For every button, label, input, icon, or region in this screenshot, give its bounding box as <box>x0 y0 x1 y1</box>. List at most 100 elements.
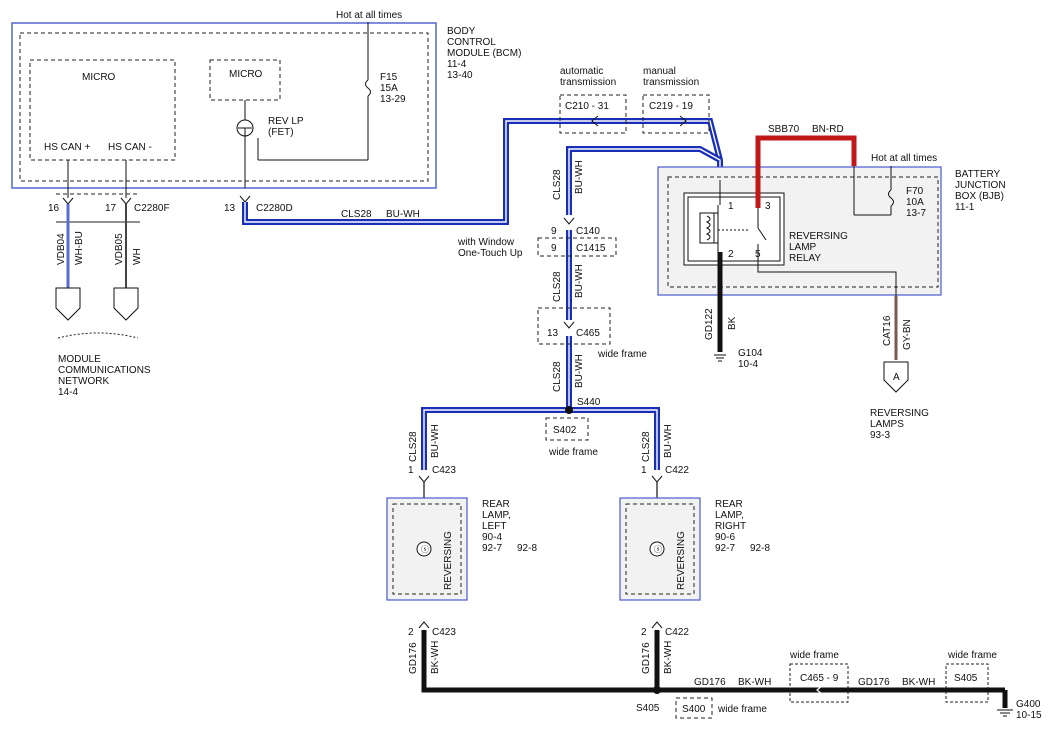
rear-lamp-right-line-2: LAMP, <box>715 510 744 521</box>
reversing-lamps-label: REVERSING LAMPS 93-3 <box>870 408 929 441</box>
left-c423: C423 <box>432 465 456 476</box>
gd122-label: GD122 <box>704 308 715 340</box>
g104-ref: 10-4 <box>738 359 758 370</box>
g104-label: G104 <box>738 348 763 359</box>
right-lamp-label: REVERSING <box>676 531 687 590</box>
s440-splice: S440 S402 wide frame <box>545 397 601 458</box>
fuse-f70-rating: 10A <box>906 197 924 208</box>
hs-can-plus-label: HS CAN + <box>44 142 91 153</box>
right-c422: C422 <box>665 465 689 476</box>
left-ground-color: BK-WH <box>430 641 441 674</box>
module-network-label: MODULE COMMUNICATIONS NETWORK 14-4 <box>58 354 151 398</box>
hs-can-minus-label: HS CAN - <box>108 142 152 153</box>
cat16-color: GY-BN <box>902 319 913 350</box>
right-pin1: 1 <box>641 465 647 476</box>
right-wire-color: BU-WH <box>663 424 674 458</box>
fuse-f15-rating: 15A <box>380 83 398 94</box>
rear-lamp-left-ref-1: 90-4 <box>482 532 502 543</box>
fuse-f15-label: F15 <box>380 72 398 83</box>
rear-lamp-left-bulb-icon <box>416 541 432 557</box>
top-circuit-name: CLS28 <box>341 209 372 220</box>
right-wire-name: CLS28 <box>641 431 652 462</box>
rev-lp-label: REV LP <box>268 116 304 127</box>
connector-a <box>883 361 909 393</box>
module-network-line-3: NETWORK <box>58 376 109 387</box>
g400-label: G400 <box>1016 699 1041 710</box>
left-lamp-label: REVERSING <box>443 531 454 590</box>
c465-9-label: C465 - 9 <box>800 673 839 684</box>
bcm-micro-left-label: MICRO <box>82 72 116 83</box>
network-connector-right <box>113 287 139 321</box>
gd176-b-label: GD176 <box>858 677 890 688</box>
fuse-f70-ref: 13-7 <box>906 208 926 219</box>
module-network-ref: 14-4 <box>58 387 78 398</box>
reversing-lamps-ref: 93-3 <box>870 430 890 441</box>
fuse-f70-symbol <box>888 189 894 207</box>
bjb-title-1: BATTERY <box>955 169 1001 180</box>
rear-lamp-right-ref-2: 92-7 <box>715 543 735 554</box>
svg-text:ⓢ: ⓢ <box>654 545 662 554</box>
top-circuit-color: BU-WH <box>386 209 420 220</box>
c210-31-label: C210 - 31 <box>565 101 609 112</box>
network-connector-left <box>55 287 81 321</box>
reversing-lamp-relay <box>683 192 785 266</box>
reversing-lamps-line-2: LAMPS <box>870 419 904 430</box>
c140-label: C140 <box>576 226 600 237</box>
fuse-f15-symbol <box>365 79 371 97</box>
bcm-ref-2: 13-40 <box>447 70 473 81</box>
vdb04-color-label: WH-BU <box>74 231 85 265</box>
left-c423-b: C423 <box>432 627 456 638</box>
s405-right-label: S405 <box>954 673 978 684</box>
left-pin2: 2 <box>408 627 414 638</box>
rev-lp-fet-label: (FET) <box>268 127 294 138</box>
seg1-color: BU-WH <box>574 160 585 194</box>
relay-pin1: 1 <box>728 201 734 212</box>
bcm-micro-right-label: MICRO <box>229 69 263 80</box>
gd122-color: BK <box>727 316 738 330</box>
c465-pin: 13 <box>547 328 559 339</box>
bjb-hot-at-all-times: Hot at all times <box>871 153 937 164</box>
s400-note: wide frame <box>717 704 767 715</box>
cat16-label: CAT16 <box>882 315 893 346</box>
sbb70-label: SBB70 <box>768 124 800 135</box>
auto-trans-label-2: transmission <box>560 77 616 88</box>
cls28-circuit: CLS28 BU-WH <box>242 118 723 470</box>
transmission-connectors: automatic transmission manual transmissi… <box>559 66 710 134</box>
module-network-line-2: COMMUNICATIONS <box>58 365 151 376</box>
vdb04-label: VDB04 <box>56 233 67 265</box>
s402-label: S402 <box>553 425 577 436</box>
bcm-hot-at-all-times: Hot at all times <box>336 10 402 21</box>
pin-16-label: 16 <box>48 203 60 214</box>
bcm-title-3: MODULE (BCM) <box>447 48 521 59</box>
s405-note: wide frame <box>947 650 997 661</box>
relay-label-2: LAMP <box>789 242 817 253</box>
left-wire-color: BU-WH <box>430 424 441 458</box>
sbb70-color: BN-RD <box>812 124 844 135</box>
relay-pin3: 3 <box>765 201 771 212</box>
seg2-name: CLS28 <box>552 271 563 302</box>
window-note-2: One-Touch Up <box>458 248 523 259</box>
gd176-a-color: BK-WH <box>738 677 771 688</box>
sbb70-wire: SBB70 BN-RD <box>755 124 857 208</box>
rear-lamp-right-line-3: RIGHT <box>715 521 746 532</box>
c140-pin: 9 <box>551 226 557 237</box>
relay-label-1: REVERSING <box>789 231 848 242</box>
left-wire-name: CLS28 <box>408 431 419 462</box>
right-branch: CLS28 BU-WH 1 C422 ⓢ REVERSING REAR LAMP… <box>619 424 770 690</box>
auto-trans-label-1: automatic <box>560 66 603 77</box>
left-ground-name: GD176 <box>408 642 419 674</box>
rear-lamp-right-bulb-icon <box>649 541 665 557</box>
bcm-title-2: CONTROL <box>447 37 496 48</box>
c2280f-label: C2280F <box>134 203 170 214</box>
c465-note: wide frame <box>597 349 647 360</box>
rear-lamp-left-line-2: LAMP, <box>482 510 511 521</box>
vdb05-color-label: WH <box>132 248 143 265</box>
rear-lamp-right-ref-1: 90-6 <box>715 532 735 543</box>
reversing-lamps-line-1: REVERSING <box>870 408 929 419</box>
fuse-f15-ref: 13-29 <box>380 94 406 105</box>
rear-lamp-right-ref-3: 92-8 <box>750 543 770 554</box>
c465: 13 C465 wide frame <box>537 307 647 360</box>
c465-9-note: wide frame <box>789 650 839 661</box>
cat16-wire: CAT16 GY-BN A <box>882 296 913 393</box>
